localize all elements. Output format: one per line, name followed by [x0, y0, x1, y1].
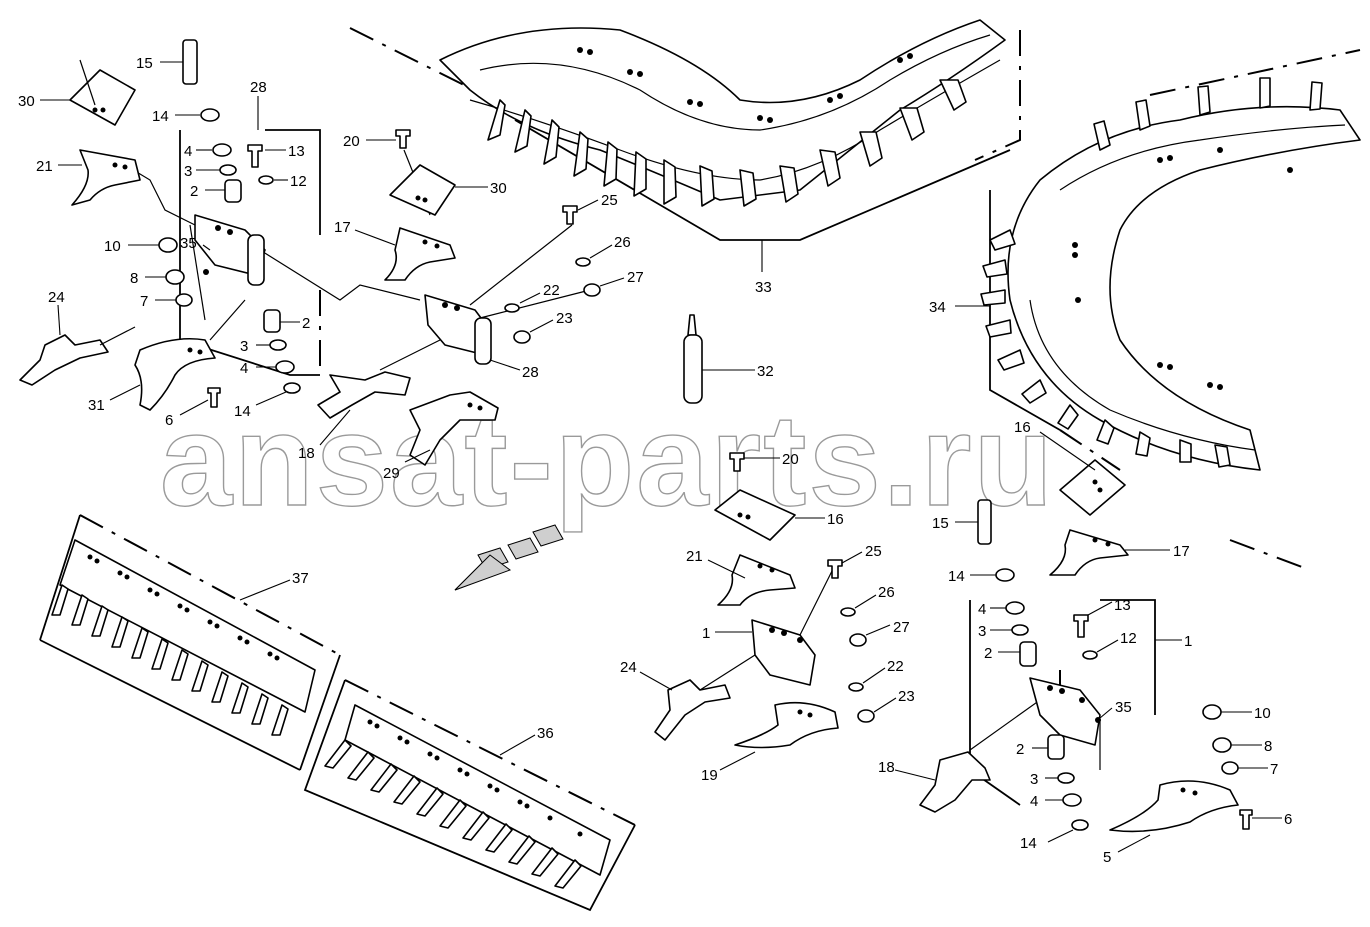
callout-6-left: 6 — [165, 412, 173, 429]
guard-assembly-lower-center: 36 — [303, 679, 636, 912]
callout-33: 33 — [755, 279, 772, 296]
callout-15-top: 15 — [136, 55, 153, 72]
guard-assembly-lower-left: 37 — [39, 514, 341, 771]
callout-20-top: 20 — [343, 133, 360, 150]
direction-arrow — [454, 524, 564, 591]
callout-3-right-top: 3 — [978, 623, 986, 640]
callout-14-right-top: 14 — [948, 568, 965, 585]
knife-holder-assembly-left: 15 30 21 14 28 4 3 2 13 12 — [18, 39, 421, 429]
callout-30-left: 30 — [18, 93, 35, 110]
callout-23-top: 23 — [556, 310, 573, 327]
pin-15 — [182, 39, 198, 85]
callout-14-left-top: 14 — [152, 108, 169, 125]
callout-27-bottom: 27 — [893, 619, 910, 636]
guard-24 — [19, 334, 109, 386]
callout-28-center: 28 — [522, 364, 539, 381]
callout-4-right-top: 4 — [978, 601, 986, 618]
callout-19: 19 — [701, 767, 718, 784]
callout-4-right-bottom: 4 — [1030, 793, 1038, 810]
callout-29: 29 — [383, 465, 400, 482]
callout-2-left-top: 2 — [190, 183, 198, 200]
callout-22-bottom: 22 — [887, 658, 904, 675]
callout-18-right: 18 — [878, 759, 895, 776]
callout-16-bottom: 16 — [827, 511, 844, 528]
knife-holder-assembly-center: 20 30 17 28 25 26 27 22 23 — [298, 129, 644, 482]
callout-1-right: 1 — [1184, 633, 1192, 650]
callout-12-left: 12 — [290, 173, 307, 190]
callout-22-top: 22 — [543, 282, 560, 299]
callout-30-center: 30 — [490, 180, 507, 197]
callout-36: 36 — [537, 725, 554, 742]
guard-21 — [71, 149, 141, 206]
callout-2-left-bottom: 2 — [302, 315, 310, 332]
guard-assembly-right: 34 — [929, 49, 1361, 571]
callout-17-center: 17 — [334, 219, 351, 236]
callout-35-left: 35 — [180, 235, 197, 252]
callout-7-right: 7 — [1270, 761, 1278, 778]
callout-3-right-bottom: 3 — [1030, 771, 1038, 788]
callout-13-left: 13 — [288, 143, 305, 160]
callout-10-left: 10 — [104, 238, 121, 255]
callout-37: 37 — [292, 570, 309, 587]
callout-25-bottom: 25 — [865, 543, 882, 560]
callout-23-bottom: 23 — [898, 688, 915, 705]
callout-3-left-bottom: 3 — [240, 338, 248, 355]
callout-12-right: 12 — [1120, 630, 1137, 647]
callout-25-top: 25 — [601, 192, 618, 209]
plate-30 — [69, 69, 136, 126]
callout-17-right: 17 — [1173, 543, 1190, 560]
callout-10-right: 10 — [1254, 705, 1271, 722]
callout-26-top: 26 — [614, 234, 631, 251]
callout-4-left-bottom: 4 — [240, 360, 248, 377]
callout-3-left-top: 3 — [184, 163, 192, 180]
guard-assembly-top: 33 — [349, 19, 1021, 296]
callout-35-right: 35 — [1115, 699, 1132, 716]
callout-5: 5 — [1103, 849, 1111, 866]
grease-tube-32: 32 — [683, 314, 774, 404]
callout-21-bottom: 21 — [686, 548, 703, 565]
callout-13-right: 13 — [1114, 597, 1131, 614]
callout-28-left: 28 — [250, 79, 267, 96]
callout-4-left-top: 4 — [184, 143, 192, 160]
callout-2-right-bottom: 2 — [1016, 741, 1024, 758]
callout-15-right: 15 — [932, 515, 949, 532]
callout-8-right: 8 — [1264, 738, 1272, 755]
callout-14-left-bottom: 14 — [234, 403, 251, 420]
callout-7-left: 7 — [140, 293, 148, 310]
callout-16-right: 16 — [1014, 419, 1031, 436]
callout-34: 34 — [929, 299, 946, 316]
callout-26-bottom: 26 — [878, 584, 895, 601]
knife-holder-assembly-bottom-center: 20 16 21 1 25 26 27 22 23 24 1 — [620, 451, 915, 784]
callout-14-right-bottom: 14 — [1020, 835, 1037, 852]
callout-2-right-top: 2 — [984, 645, 992, 662]
callout-27-top: 27 — [627, 269, 644, 286]
watermark-text: ansat-parts.ru — [160, 387, 1055, 533]
callout-31: 31 — [88, 397, 105, 414]
callout-21-left: 21 — [36, 158, 53, 175]
callout-8-left: 8 — [130, 270, 138, 287]
callout-18-center: 18 — [298, 445, 315, 462]
callout-24-bottom: 24 — [620, 659, 637, 676]
callout-20-bottom: 20 — [782, 451, 799, 468]
callout-1-bottom: 1 — [702, 625, 710, 642]
callout-24-left: 24 — [48, 289, 65, 306]
guard-31 — [134, 337, 216, 411]
callout-32: 32 — [757, 363, 774, 380]
knife-holder-assembly-right: 16 17 15 14 4 3 2 13 12 1 — [878, 419, 1292, 866]
callout-6-right: 6 — [1284, 811, 1292, 828]
